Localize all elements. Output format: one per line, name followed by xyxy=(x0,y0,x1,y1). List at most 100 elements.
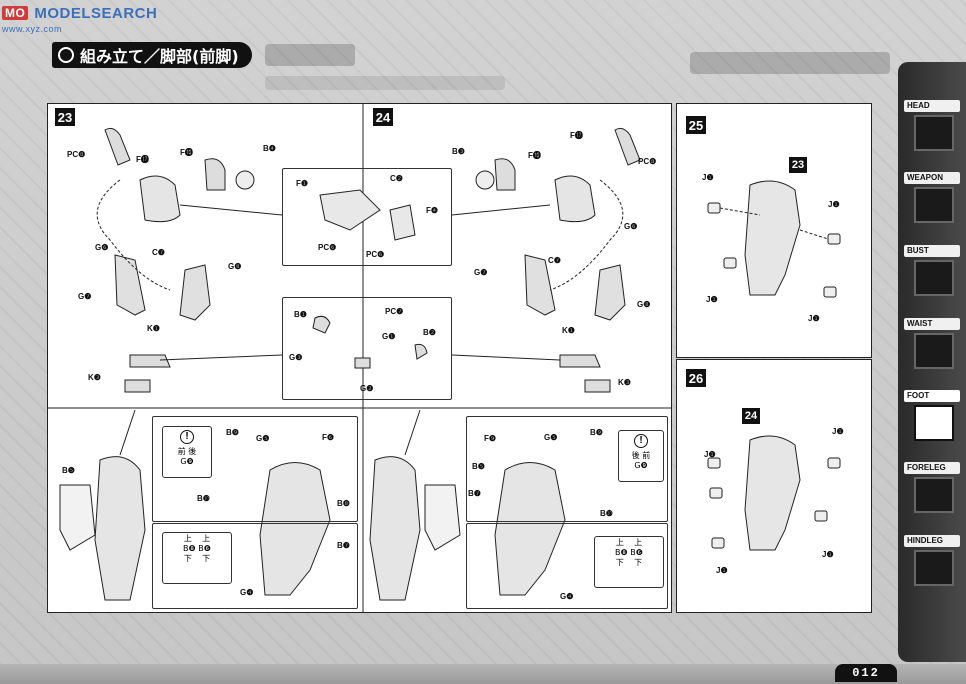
note-part: B❻ xyxy=(630,548,643,557)
foreleg-icon xyxy=(914,477,954,513)
note-down: 下 xyxy=(634,558,643,567)
part-label: C❼ xyxy=(152,248,165,257)
bust-icon xyxy=(914,260,954,296)
tab-label: BUST xyxy=(904,245,960,257)
weapon-icon xyxy=(914,187,954,223)
caution-note: ! 後 前 G❾ xyxy=(618,430,664,482)
gear-icon xyxy=(58,47,74,63)
tab-bust[interactable]: BUST xyxy=(904,245,960,301)
part-label: J❶ xyxy=(828,200,840,209)
part-label: G❽ xyxy=(637,300,651,309)
tab-label: HEAD xyxy=(904,100,960,112)
inset-step23-bottom xyxy=(152,523,358,609)
step-number-24: 24 xyxy=(373,108,393,126)
note-part: B❽ xyxy=(615,548,628,557)
note-up: 上 xyxy=(202,534,211,543)
hindleg-icon xyxy=(914,550,954,586)
part-label: G❷ xyxy=(360,384,374,393)
part-label: PC❼ xyxy=(385,307,404,316)
part-label: J❶ xyxy=(702,173,714,182)
part-label: J❶ xyxy=(716,566,728,575)
part-label: C❼ xyxy=(548,256,561,265)
note-down: 下 xyxy=(183,554,192,563)
tab-label: FORELEG xyxy=(904,462,960,474)
note-back: 後 xyxy=(188,447,197,456)
part-label: K❶ xyxy=(147,324,160,333)
tab-label: HINDLEG xyxy=(904,535,960,547)
ghost-bar xyxy=(265,76,505,90)
note-part: B❽ xyxy=(183,544,196,553)
part-label: G❺ xyxy=(544,433,558,442)
caution-icon: ! xyxy=(180,430,194,444)
part-label: F⓱ xyxy=(570,131,583,140)
part-label: B❺ xyxy=(62,466,75,475)
note-front: 前 xyxy=(177,447,186,456)
part-label: PC❻ xyxy=(366,250,385,259)
logo-text: MODELSEARCH xyxy=(34,4,158,22)
part-label: F⓱ xyxy=(136,155,149,164)
tab-label: FOOT xyxy=(904,390,960,402)
head-icon xyxy=(914,115,954,151)
part-label: PC❻ xyxy=(318,243,337,252)
inset-step23-detail xyxy=(152,416,358,522)
part-label: G❻ xyxy=(95,243,109,252)
logo-badge: MO xyxy=(2,6,29,20)
note-up: 上 xyxy=(183,534,192,543)
part-label: K❶ xyxy=(562,326,575,335)
step-number-25: 25 xyxy=(686,116,706,134)
inset-step24-bottom xyxy=(466,523,668,609)
part-label: J❶ xyxy=(704,450,716,459)
tab-head[interactable]: HEAD xyxy=(904,100,960,156)
part-label: J❶ xyxy=(808,314,820,323)
part-label: G❻ xyxy=(624,222,638,231)
step-number-26: 26 xyxy=(686,369,706,387)
part-label: J❶ xyxy=(706,295,718,304)
inset-top xyxy=(282,168,452,266)
part-label: B❿ xyxy=(600,509,613,518)
step-number-23: 23 xyxy=(55,108,75,126)
tab-foot[interactable]: FOOT xyxy=(904,390,960,446)
note-up: 上 xyxy=(615,538,624,547)
ghost-bar xyxy=(265,44,355,66)
part-label: B❿ xyxy=(197,494,210,503)
orientation-note: 上 上 B❽ B❻ 下 下 xyxy=(594,536,664,588)
part-label: B❼ xyxy=(337,541,350,550)
part-label: G❹ xyxy=(560,592,574,601)
note-down: 下 xyxy=(202,554,211,563)
part-label: K❸ xyxy=(88,373,101,382)
site-logo: MO MODELSEARCH www.xyz.com xyxy=(2,2,158,34)
footer-bar xyxy=(0,664,966,684)
part-label: B❹ xyxy=(263,144,276,153)
ref-step-24: 24 xyxy=(742,408,760,424)
part-label: G❼ xyxy=(474,268,488,277)
waist-icon xyxy=(914,333,954,369)
caution-note: ! 前 後 G❾ xyxy=(162,426,212,478)
site-url: www.xyz.com xyxy=(2,24,63,34)
part-label: G❽ xyxy=(228,262,242,271)
tab-hindleg[interactable]: HINDLEG xyxy=(904,535,960,591)
tab-foreleg[interactable]: FORELEG xyxy=(904,462,960,518)
part-label: B❽ xyxy=(337,499,350,508)
tab-weapon[interactable]: WEAPON xyxy=(904,172,960,228)
part-label: C❷ xyxy=(390,174,403,183)
part-label: B❾ xyxy=(226,428,239,437)
part-label: PC❽ xyxy=(67,150,86,159)
part-label: F⓰ xyxy=(180,148,193,157)
note-part: B❻ xyxy=(198,544,211,553)
part-label: B❼ xyxy=(468,489,481,498)
part-label: G❺ xyxy=(256,434,270,443)
part-label: F❹ xyxy=(426,206,439,215)
tab-label: WAIST xyxy=(904,318,960,330)
part-label: G❹ xyxy=(240,588,254,597)
ghost-bar xyxy=(690,52,890,74)
note-up: 上 xyxy=(634,538,643,547)
inset-bottom xyxy=(282,297,452,400)
tab-waist[interactable]: WAIST xyxy=(904,318,960,374)
part-label: B❶ xyxy=(294,310,307,319)
caution-icon: ! xyxy=(634,434,648,448)
section-title-bar: 組み立て／脚部(前脚) xyxy=(52,42,252,68)
part-label: J❶ xyxy=(832,427,844,436)
part-label: K❸ xyxy=(618,378,631,387)
part-label: B❸ xyxy=(452,147,465,156)
